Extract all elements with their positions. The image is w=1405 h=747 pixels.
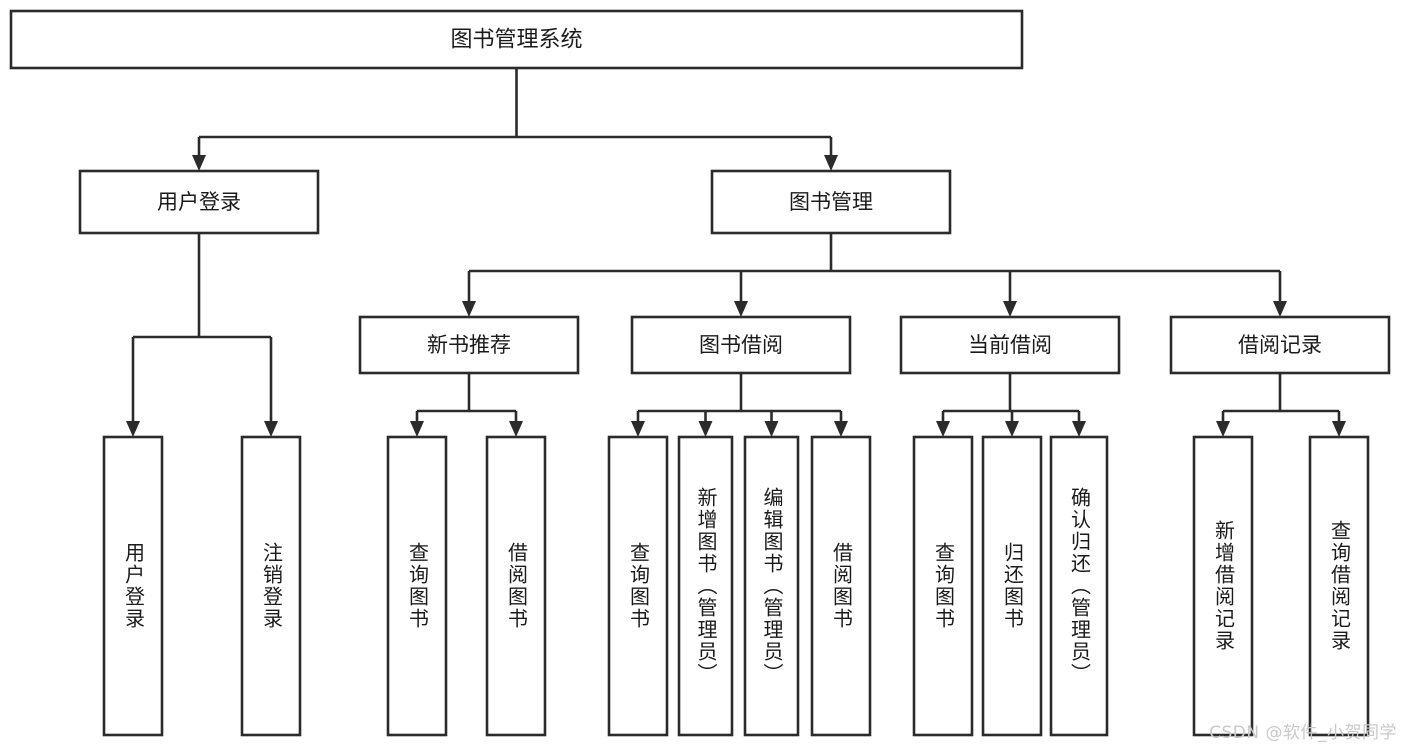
node-box-leaf-user-login[interactable] [102,435,164,737]
node-label-new-book-recommend: 新书推荐 [427,333,511,357]
node-label-book-manage: 图书管理 [789,190,873,214]
node-label-book-borrow: 图书借阅 [699,333,783,357]
node-leaf-borrow-book[interactable] [810,435,872,737]
arrow-head-icon [734,301,748,317]
node-label-root: 图书管理系统 [450,28,582,53]
node-leaf-confirm-return-admin[interactable] [1049,435,1109,737]
node-user-login[interactable]: 用户登录 [78,169,320,235]
node-box-leaf-return-book[interactable] [981,435,1043,737]
node-label-user-login: 用户登录 [157,190,241,214]
node-box-book-borrow[interactable] [630,315,852,375]
node-leaf-query-book-borrow[interactable] [607,435,669,737]
node-box-leaf-confirm-return-admin[interactable] [1049,435,1109,737]
node-leaf-query-book-current[interactable] [912,435,974,737]
arrow-head-icon [1273,301,1287,317]
node-box-user-login[interactable] [78,169,320,235]
node-box-leaf-query-book-current[interactable] [912,435,974,737]
node-leaf-add-borrow-record[interactable] [1192,435,1254,737]
node-box-borrow-records[interactable] [1169,315,1391,375]
node-box-book-manage[interactable] [710,169,952,235]
watermark-label: CSDN @软件_小贺同学 [1209,723,1397,743]
node-book-manage[interactable]: 图书管理 [710,169,952,235]
node-box-leaf-query-book-borrow[interactable] [607,435,669,737]
arrow-head-icon [698,421,713,437]
arrow-head-icon [1072,421,1086,437]
arrow-head-icon [1005,421,1019,437]
arrow-head-icon [631,421,645,437]
node-box-leaf-borrow-book-newbook[interactable] [485,435,547,737]
node-box-leaf-edit-book-admin[interactable] [743,435,800,737]
node-leaf-borrow-book-newbook[interactable] [485,435,547,737]
node-box-leaf-query-book-newbook[interactable] [386,435,448,737]
arrow-head-icon [764,421,779,437]
node-label-current-borrow: 当前借阅 [968,333,1052,357]
arrow-head-icon [834,421,848,437]
node-leaf-user-login[interactable] [102,435,164,737]
node-leaf-query-book-newbook[interactable] [386,435,448,737]
node-box-leaf-query-borrow-record[interactable] [1308,435,1370,737]
node-box-root[interactable] [9,9,1024,70]
node-box-leaf-add-borrow-record[interactable] [1192,435,1254,737]
node-leaf-query-borrow-record[interactable] [1308,435,1370,737]
arrow-head-icon [824,155,838,171]
arrow-head-icon [936,421,950,437]
node-leaf-add-book-admin[interactable] [677,435,734,737]
arrow-head-icon [509,421,523,437]
arrow-head-icon [1216,421,1230,437]
node-box-leaf-borrow-book[interactable] [810,435,872,737]
node-box-current-borrow[interactable] [899,315,1121,375]
node-box-new-book-recommend[interactable] [358,315,580,375]
arrow-head-icon [462,301,476,317]
node-leaf-return-book[interactable] [981,435,1043,737]
node-leaf-edit-book-admin[interactable] [743,435,800,737]
node-label-borrow-records: 借阅记录 [1238,333,1322,357]
node-current-borrow[interactable]: 当前借阅 [899,315,1121,375]
node-book-borrow[interactable]: 图书借阅 [630,315,852,375]
node-borrow-records[interactable]: 借阅记录 [1169,315,1391,375]
arrow-head-icon [1332,421,1346,437]
connectors-layer [126,68,1346,437]
arrow-head-icon [126,421,140,437]
arrow-head-icon [410,421,424,437]
arrow-head-icon [192,155,206,171]
node-new-book-recommend[interactable]: 新书推荐 [358,315,580,375]
node-leaf-logout[interactable] [240,435,302,737]
node-box-leaf-add-book-admin[interactable] [677,435,734,737]
node-box-leaf-logout[interactable] [240,435,302,737]
arrow-head-icon [264,421,278,437]
arrow-head-icon [1003,301,1017,317]
node-root[interactable]: 图书管理系统 [9,9,1024,70]
